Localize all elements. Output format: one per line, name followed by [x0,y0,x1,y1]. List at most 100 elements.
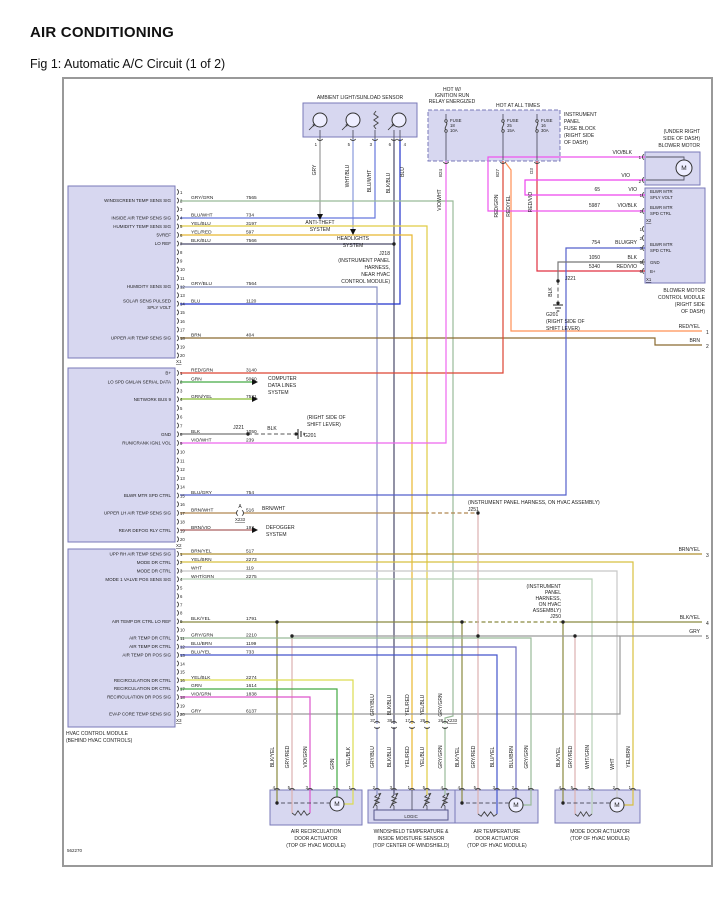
svg-text:12: 12 [180,467,185,472]
svg-text:193: 193 [246,525,254,531]
svg-text:RED/VIO: RED/VIO [528,192,534,213]
svg-text:3: 3 [180,569,183,574]
svg-text:16: 16 [180,319,185,324]
svg-text:J218: J218 [379,251,390,257]
svg-text:18: 18 [180,336,185,341]
svg-text:MODE 1 VALVE POS SENS SIG: MODE 1 VALVE POS SENS SIG [105,577,171,582]
svg-text:(INSTRUMENT PANEL: (INSTRUMENT PANEL [338,258,390,264]
svg-text:29: 29 [420,718,425,723]
svg-text:1: 1 [640,193,643,198]
svg-text:3: 3 [588,785,591,790]
svg-text:AIR TEMP DR POS SIG: AIR TEMP DR POS SIG [122,653,171,658]
svg-text:BLK/YEL: BLK/YEL [556,747,562,768]
svg-text:BLWR MTR: BLWR MTR [650,189,673,194]
mode-actuator-motor-icon [609,797,625,813]
svg-text:AMBIENT LIGHT/SUNLOAD SENSOR: AMBIENT LIGHT/SUNLOAD SENSOR [317,95,404,101]
svg-text:BLOWER MOTOR: BLOWER MOTOR [658,143,700,149]
svg-text:VIO/GRN: VIO/GRN [191,692,212,698]
svg-text:GRY/RED: GRY/RED [285,745,291,768]
fuse-25 [501,119,505,123]
svg-text:WINDSHIELD TEMPERATURE &: WINDSHIELD TEMPERATURE & [374,829,449,835]
svg-text:10A: 10A [450,128,458,133]
svg-text:SPD CTRL: SPD CTRL [650,248,672,253]
svg-text:BLWR MTR: BLWR MTR [650,242,673,247]
svg-text:BRN/YEL: BRN/YEL [679,547,701,553]
svg-text:BLU/BRN: BLU/BRN [191,641,212,647]
svg-text:M: M [614,802,619,809]
svg-text:VIO/WHT: VIO/WHT [191,438,212,444]
svg-text:11: 11 [180,276,185,281]
svg-text:HUMIDITY SENS SIG: HUMIDITY SENS SIG [127,284,172,289]
svg-text:4: 4 [180,216,183,221]
svg-text:4: 4 [180,577,183,582]
svg-text:BLK: BLK [628,255,638,261]
svg-text:MODE DR CTRL: MODE DR CTRL [137,560,172,565]
svg-text:GRY: GRY [191,708,202,714]
svg-text:BRN: BRN [689,338,700,344]
svg-text:DOOR ACTUATOR: DOOR ACTUATOR [475,836,519,842]
svg-text:(RIGHT SIDE: (RIGHT SIDE [675,302,706,308]
svg-text:DATA LINES: DATA LINES [268,383,297,389]
svg-text:3: 3 [640,246,643,251]
svg-text:5: 5 [640,260,643,265]
svg-text:B+: B+ [165,371,171,376]
svg-text:SYSTEM: SYSTEM [343,243,364,249]
svg-text:LOGIC: LOGIC [404,814,417,819]
svg-text:SYSTEM: SYSTEM [266,532,287,538]
svg-text:BLK/YEL: BLK/YEL [680,615,701,621]
svg-text:5: 5 [348,142,351,147]
svg-text:YEL/RED: YEL/RED [405,746,411,768]
svg-text:2: 2 [640,209,643,214]
svg-text:4: 4 [441,785,444,790]
svg-text:17: 17 [180,511,185,516]
svg-text:RECIRCULATION DR CTRL: RECIRCULATION DR CTRL [114,678,172,683]
svg-text:HEADLIGHTS: HEADLIGHTS [337,236,370,242]
svg-text:X233: X233 [235,517,246,522]
svg-text:M: M [513,802,518,809]
svg-text:WHT/BLU: WHT/BLU [345,164,351,187]
svg-text:20: 20 [180,712,185,717]
svg-text:2: 2 [640,236,643,241]
svg-text:NEAR HVAC: NEAR HVAC [361,272,390,278]
svg-text:15: 15 [180,493,185,498]
svg-text:2273: 2273 [246,557,257,563]
svg-text:20: 20 [180,353,185,358]
svg-text:INSIDE MOISTURE SENSOR: INSIDE MOISTURE SENSOR [378,836,445,842]
svg-text:WHT: WHT [191,565,202,571]
svg-text:8: 8 [180,432,183,437]
svg-text:HVAC CONTROL MODULE: HVAC CONTROL MODULE [66,731,129,737]
svg-text:2: 2 [180,198,183,203]
headlights-system-arrow [350,229,356,235]
svg-text:SHIFT LEVER): SHIFT LEVER) [546,326,580,332]
ambient-light-sensor-icon [345,112,361,128]
svg-text:RED/GRN: RED/GRN [191,368,214,374]
svg-text:5: 5 [288,785,291,790]
svg-text:16: 16 [180,502,185,507]
defogger-system-arrow [252,527,258,533]
svg-text:12: 12 [180,644,185,649]
svg-text:NETWORK BUS 9: NETWORK BUS 9 [134,397,172,402]
svg-text:YEL/BLK: YEL/BLK [346,746,352,767]
svg-text:1: 1 [408,785,411,790]
svg-text:9: 9 [180,259,183,264]
svg-text:(BEHIND HVAC CONTROLS): (BEHIND HVAC CONTROLS) [66,738,133,744]
svg-text:404: 404 [246,333,254,339]
svg-text:BLK/BLU: BLK/BLU [191,238,211,244]
svg-text:GRY/GRN: GRY/GRN [191,633,214,639]
svg-text:GRN: GRN [191,683,202,689]
svg-text:AIR TEMP DR CTRL: AIR TEMP DR CTRL [129,644,171,649]
svg-text:RECIRCULATION DR CTRL: RECIRCULATION DR CTRL [114,686,172,691]
mode-door-actuator-box [554,789,641,824]
svg-text:GRY/GRN: GRY/GRN [524,745,530,769]
svg-text:FUSE: FUSE [541,118,553,123]
svg-text:119: 119 [246,565,254,571]
svg-text:11: 11 [180,458,185,463]
svg-text:HOT AT ALL TIMES: HOT AT ALL TIMES [496,103,541,109]
svg-text:FUSE BLOCK: FUSE BLOCK [564,126,596,132]
svg-text:30A: 30A [541,128,549,133]
svg-text:2210: 2210 [246,633,257,639]
svg-text:13: 13 [180,293,185,298]
